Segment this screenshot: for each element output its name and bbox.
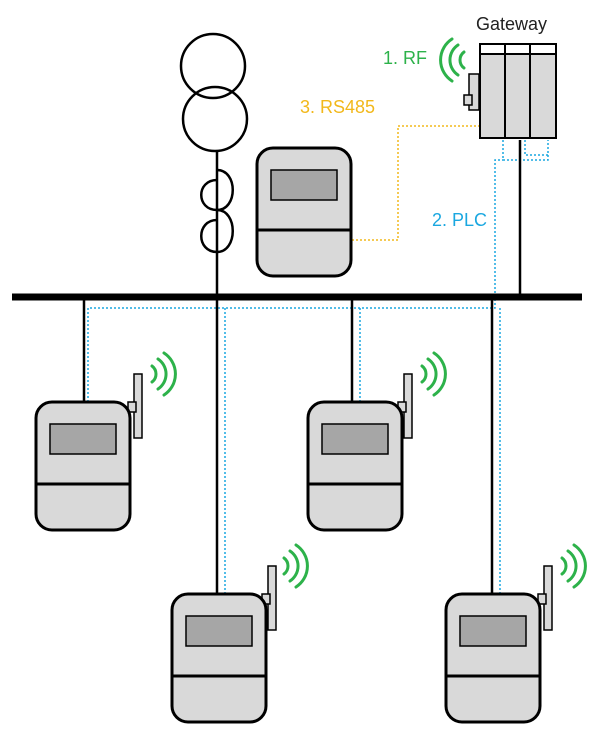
plc-lines	[87, 140, 549, 598]
rf-label: 1. RF	[383, 48, 427, 68]
rs485-line	[348, 125, 480, 241]
plc-label: 2. PLC	[432, 210, 487, 230]
wireless-signal-icon	[282, 543, 309, 589]
wireless-signal-icon	[150, 351, 177, 397]
gateway-label: Gateway	[476, 14, 547, 34]
wireless-signal-icon	[439, 37, 466, 83]
wireless-signal-icon	[560, 543, 587, 589]
wireless-signal-icon	[420, 351, 447, 397]
meter-3	[170, 543, 309, 724]
gateway-icon	[463, 43, 557, 139]
rs485-label: 3. RS485	[300, 97, 375, 117]
feeder-lines	[82, 140, 522, 598]
meter-rs485	[255, 146, 353, 278]
transformer-icon	[179, 32, 249, 153]
meter-4	[444, 543, 587, 724]
meter-2	[306, 351, 447, 532]
meter-1	[34, 351, 177, 532]
inductor-coil-icon	[200, 168, 234, 254]
